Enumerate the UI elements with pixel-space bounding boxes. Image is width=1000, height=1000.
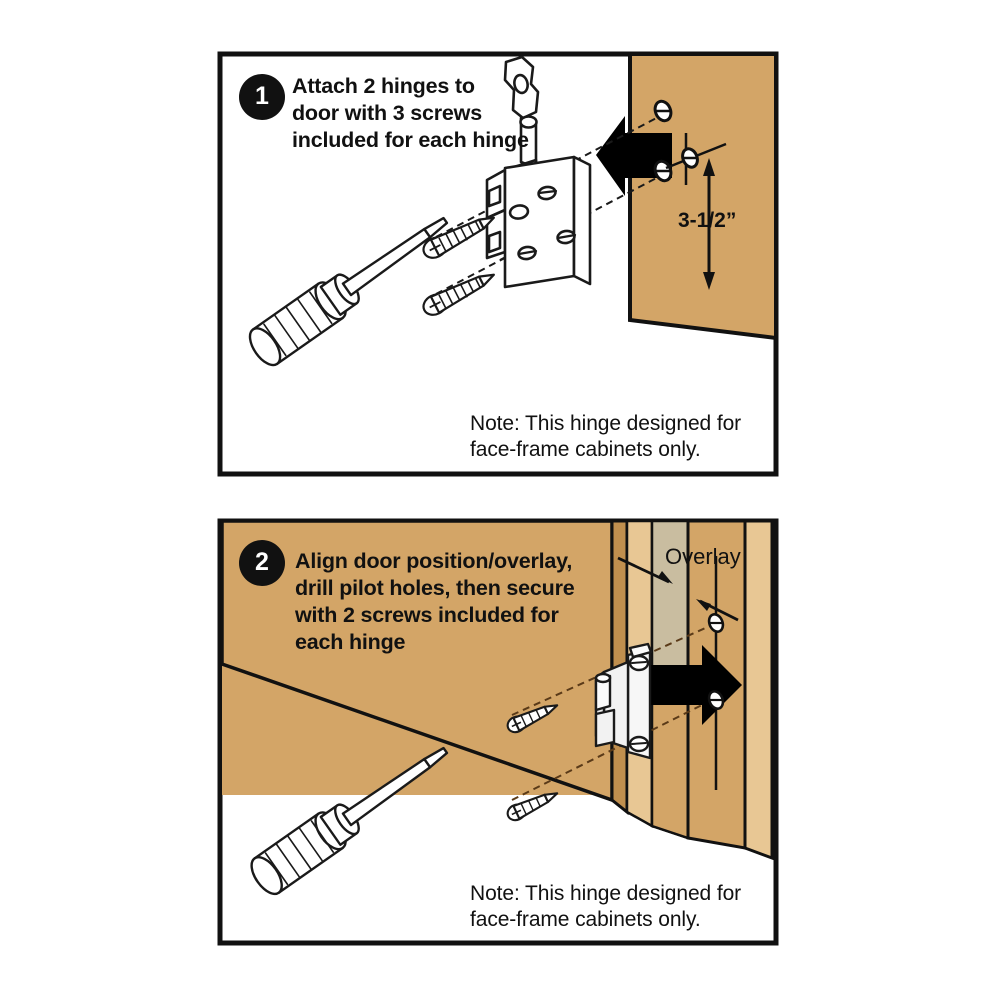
pilot-hole <box>653 159 673 183</box>
face-frame-lower <box>650 698 690 840</box>
black-arrow <box>596 116 672 196</box>
overlay-pointer-arrow <box>617 556 673 584</box>
measurement-crosshair <box>665 133 727 185</box>
panel-2-note-line-1: Note: This hinge designed for <box>470 882 742 905</box>
dimension-label: 3-1/2” <box>678 209 737 232</box>
dimension-arrow <box>703 158 715 290</box>
screw <box>422 216 495 259</box>
step-badge-2 <box>239 540 285 586</box>
pilot-hole <box>707 690 725 710</box>
screw <box>506 704 559 734</box>
alignment-line <box>499 171 669 261</box>
cabinet-face-frame <box>628 54 776 341</box>
face-frame-outer-edge <box>743 521 774 861</box>
hinge <box>594 642 653 760</box>
step-badge-1-number: 1 <box>255 82 269 110</box>
step-2-instruction-line-1: Align door position/overlay, <box>295 549 573 573</box>
step-badge-2-number: 2 <box>255 548 269 576</box>
screwdriver <box>250 746 449 896</box>
step-badge-1 <box>239 74 285 120</box>
step-1-instruction-line-2: door with 3 screws <box>292 101 482 125</box>
pilot-hole <box>707 613 725 633</box>
screwdriver <box>248 216 449 367</box>
step-2-instruction-line-4: each hinge <box>295 630 406 654</box>
panel-1-group <box>217 51 779 477</box>
overlay-pointer-arrow <box>696 599 739 622</box>
panel-2-note-line-2: face-frame cabinets only. <box>470 908 701 931</box>
panel-1-note-line-1: Note: This hinge designed for <box>470 412 742 435</box>
panel-1-note-line-2: face-frame cabinets only. <box>470 438 701 461</box>
overlay-region <box>652 521 688 700</box>
screw <box>506 792 559 822</box>
pilot-hole <box>653 99 673 123</box>
step-1-instruction-line-3: included for each hinge <box>292 128 529 152</box>
hinge <box>485 55 592 289</box>
alignment-line <box>435 192 521 238</box>
screw <box>422 273 495 316</box>
alignment-line <box>435 249 521 295</box>
step-2-instruction-line-3: with 2 screws included for <box>295 603 559 627</box>
step-1-instruction-line-1: Attach 2 hinges to <box>292 74 475 98</box>
overlay-label: Overlay <box>665 544 741 569</box>
panel-2-group <box>217 518 779 946</box>
alignment-line <box>511 699 713 801</box>
step-2-instruction-line-2: drill pilot holes, then secure <box>295 576 575 600</box>
alignment-line <box>499 111 669 201</box>
